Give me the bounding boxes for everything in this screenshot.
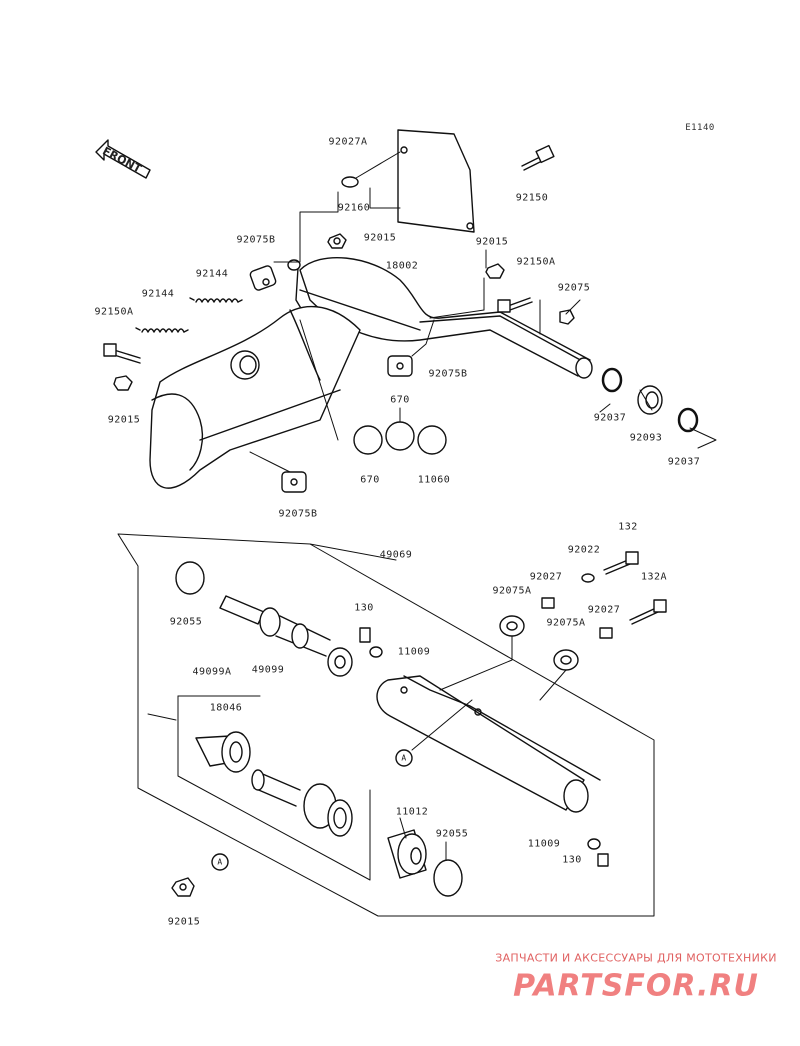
- label-92027A: 92027A: [328, 136, 368, 148]
- washer-11009-bottom: [587, 838, 601, 850]
- label-92015-top: 92015: [363, 232, 397, 244]
- callout-A-ring: [395, 749, 413, 767]
- end-cap-11012: [387, 829, 427, 879]
- damper-92075B-bottom: [281, 471, 307, 493]
- label-18002: 18002: [385, 260, 419, 272]
- label-18046: 18046: [209, 702, 243, 714]
- label-92055-top: 92055: [169, 616, 203, 628]
- label-92144-b: 92144: [141, 288, 175, 300]
- label-92144-a: 92144: [195, 268, 229, 280]
- sleeve-92093: [637, 385, 663, 415]
- nut-92015-right: [485, 263, 505, 279]
- nut-92015-bottom: [171, 877, 195, 897]
- label-670-bottom: 670: [360, 474, 380, 486]
- callout-A-bottom-ring: [211, 853, 229, 871]
- front-arrow-icon: [95, 139, 151, 179]
- label-92160: 92160: [337, 202, 371, 214]
- clamp-92037-b: [677, 407, 699, 433]
- label-49099A: 49099A: [192, 666, 232, 678]
- label-92055-bottom: 92055: [435, 828, 469, 840]
- label-92027-a: 92027: [529, 571, 563, 583]
- label-11060: 11060: [417, 474, 451, 486]
- watermark-tagline: ЗАПЧАСТИ И АКСЕССУАРЫ ДЛЯ МОТОТЕХНИКИ: [495, 951, 777, 965]
- bolt-92150: [521, 144, 555, 171]
- label-92150A-right: 92150A: [516, 256, 556, 268]
- label-92075-right: 92075: [557, 282, 591, 294]
- gasket-92055-top: [175, 561, 205, 595]
- washer-92022: [581, 573, 595, 583]
- inner-pipe-49099: [251, 769, 353, 837]
- silencer-body: [149, 305, 361, 489]
- label-49069: 49069: [379, 549, 413, 561]
- label-92015-right: 92015: [475, 236, 509, 248]
- bolt-92150A-left: [103, 343, 141, 364]
- washer-11009-top: [369, 646, 383, 658]
- label-670-top: 670: [390, 394, 410, 406]
- nut-92015-left: [113, 375, 133, 391]
- label-92093: 92093: [629, 432, 663, 444]
- label-92150A-left: 92150A: [94, 306, 134, 318]
- clamp-92037-a: [601, 367, 623, 393]
- label-92075B-mid: 92075B: [428, 368, 468, 380]
- label-92075B-top: 92075B: [236, 234, 276, 246]
- damper-92075A-b: [553, 649, 579, 671]
- bolt-130-top: [359, 627, 371, 643]
- collar-92027-b: [599, 627, 613, 639]
- label-callout-A: A: [401, 753, 407, 763]
- muffler-assembly-outline: [117, 533, 655, 917]
- label-callout-A-bottom: A: [217, 857, 223, 867]
- spring-92144-b: [135, 327, 189, 333]
- label-92027-b: 92027: [587, 604, 621, 616]
- collar-92027-a: [541, 597, 555, 609]
- washer-92027A: [341, 176, 359, 188]
- label-130-bottom: 130: [562, 854, 582, 866]
- insert-box-49099A: [177, 695, 371, 881]
- label-11009-bottom: 11009: [527, 838, 561, 850]
- label-132A: 132A: [640, 571, 668, 583]
- label-11009-top: 11009: [397, 646, 431, 658]
- nut-92075: [559, 309, 575, 325]
- bolt-132A: [629, 599, 667, 625]
- label-92037-a: 92037: [593, 412, 627, 424]
- label-92037-b: 92037: [667, 456, 701, 468]
- label-11012: 11012: [395, 806, 429, 818]
- spring-92144-a: [189, 297, 243, 303]
- label-92022: 92022: [567, 544, 601, 556]
- damper-92075B-mid: [387, 355, 413, 377]
- bolt-92150A-right: [497, 297, 533, 313]
- nut-92015-top: [327, 233, 347, 249]
- label-92075A-a: 92075A: [492, 585, 532, 597]
- label-92150-top: 92150: [515, 192, 549, 204]
- damper-92075B-top: [249, 265, 277, 291]
- diagram-code: E1140: [685, 123, 715, 133]
- label-130-top: 130: [354, 602, 374, 614]
- label-92075A-b: 92075A: [546, 617, 586, 629]
- damper-92075A-a: [499, 615, 525, 637]
- spark-arrestor-49069: [219, 595, 353, 677]
- label-49099: 49099: [251, 664, 285, 676]
- gasket-11060: [417, 425, 447, 455]
- bolt-132: [603, 551, 639, 575]
- label-92075B-bottom: 92075B: [278, 508, 318, 520]
- label-92015-bottom: 92015: [167, 916, 201, 928]
- packing-18046: [195, 731, 251, 773]
- label-132: 132: [618, 521, 638, 533]
- gasket-670-a: [353, 425, 383, 455]
- bolt-130-bottom: [597, 853, 609, 867]
- label-92015-left: 92015: [107, 414, 141, 426]
- gasket-92055-bottom: [433, 859, 463, 897]
- heat-shield-92160: [397, 129, 475, 233]
- gasket-670-b: [385, 421, 415, 451]
- muffler-body: [376, 675, 601, 813]
- watermark-logo: PARTSFOR.RU: [513, 968, 759, 1004]
